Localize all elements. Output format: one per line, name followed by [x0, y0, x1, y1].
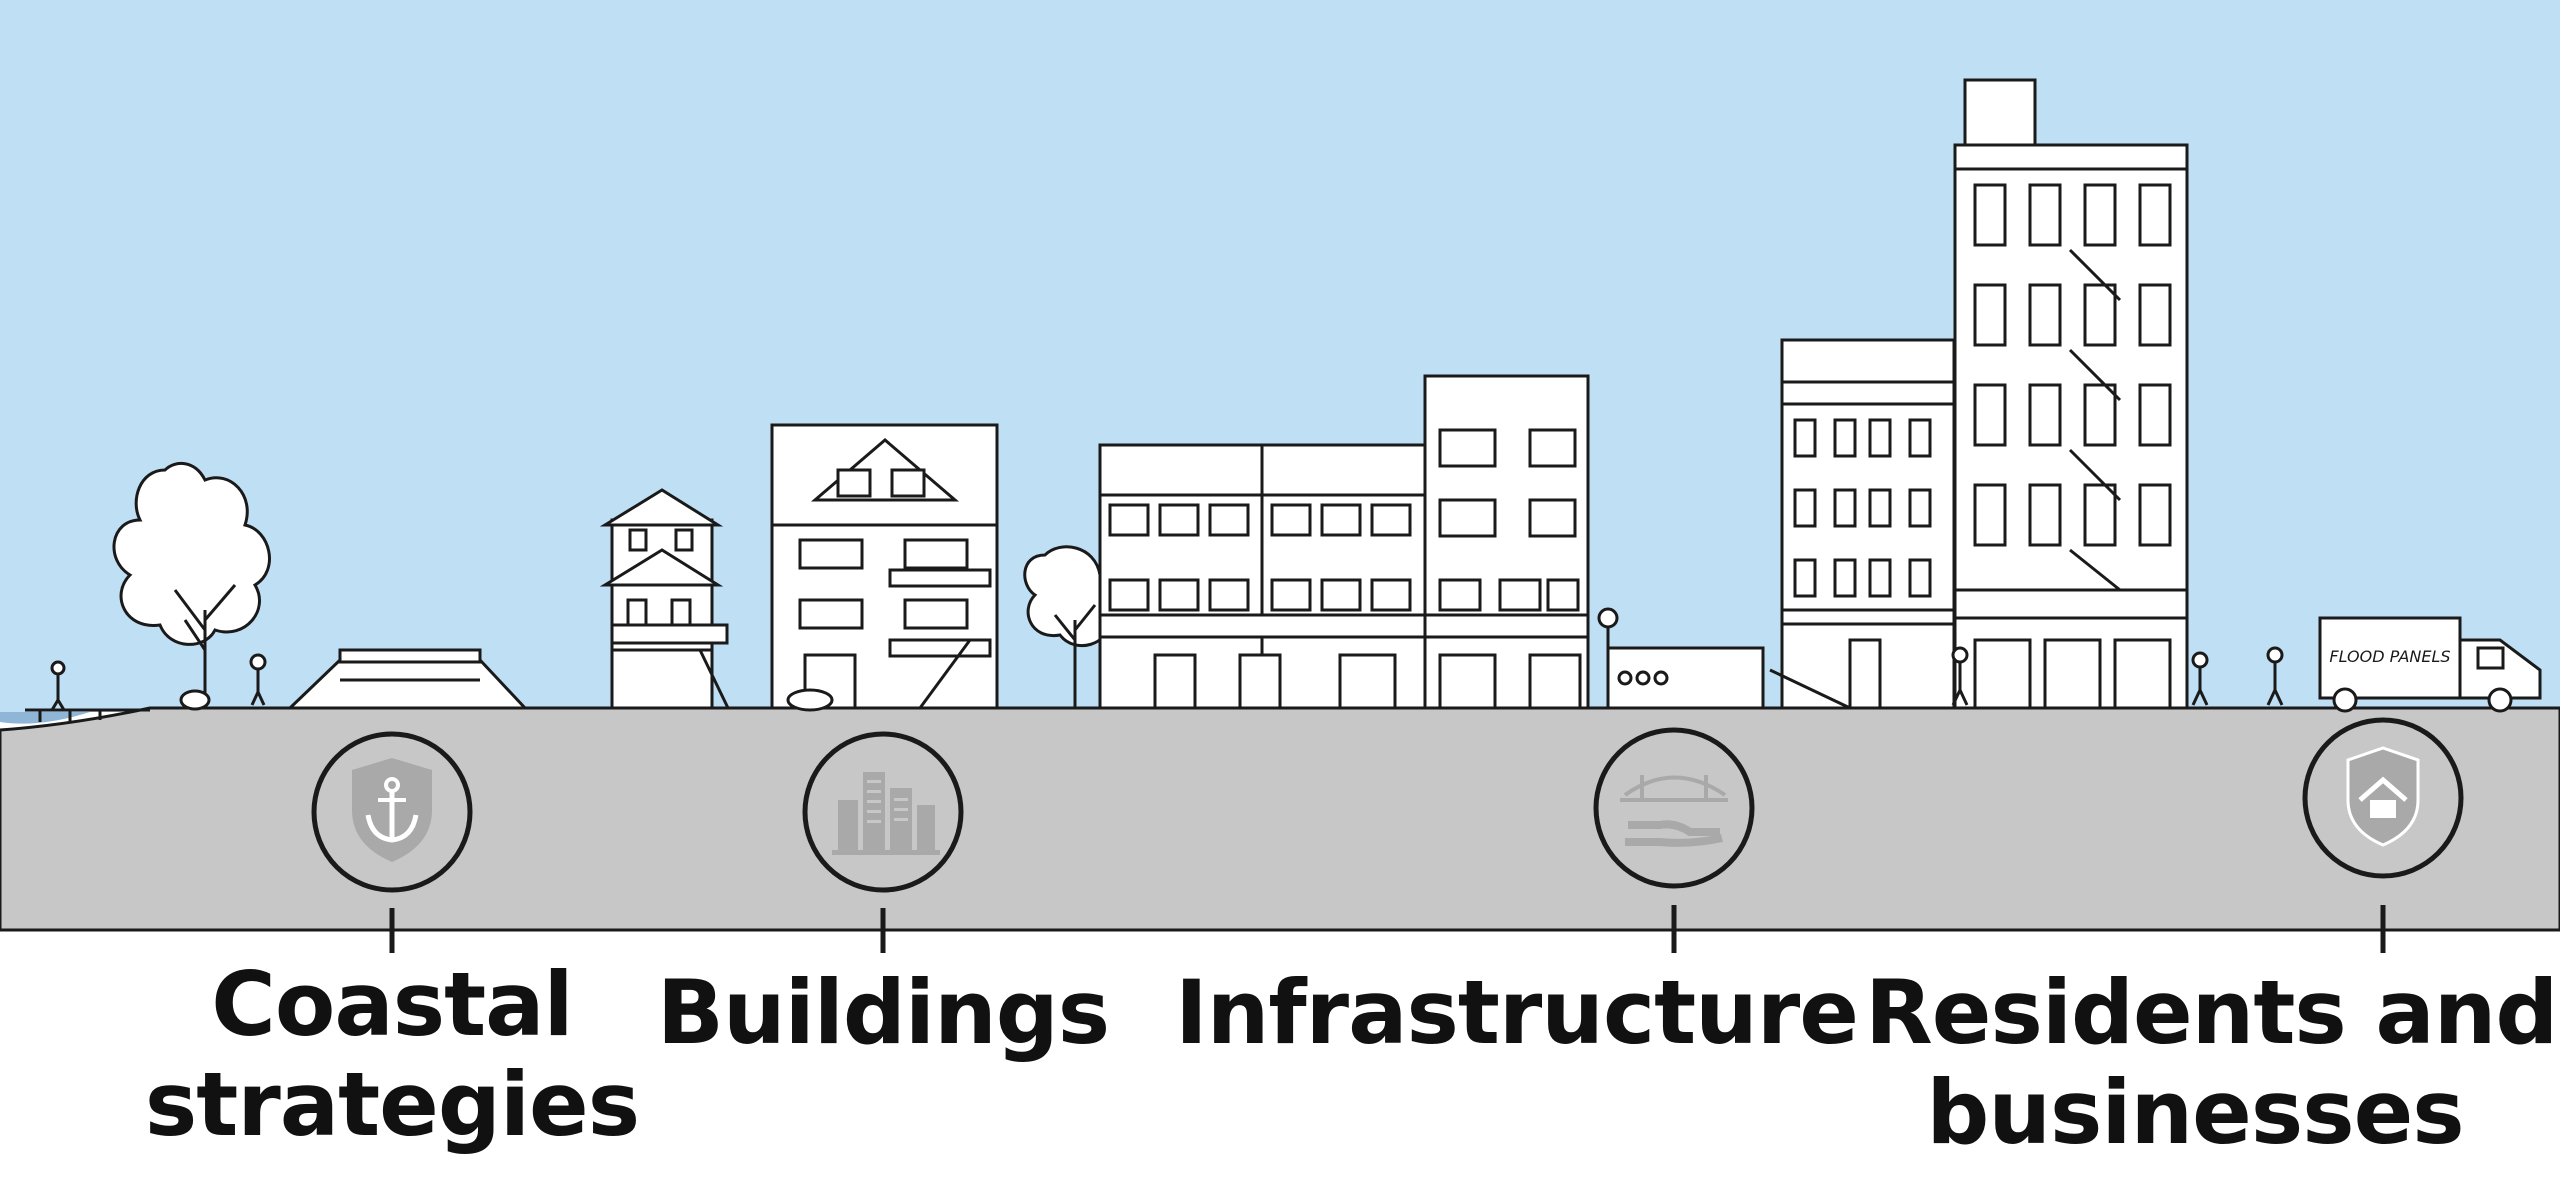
label-residents-line2: businesses — [1926, 1061, 2464, 1164]
row-houses — [1098, 443, 1427, 710]
house-small — [599, 488, 730, 710]
truck-sign: FLOOD PANELS — [2329, 647, 2450, 666]
badge-residents — [2302, 717, 2464, 953]
label-coastal-line2: strategies — [144, 1053, 640, 1156]
people-group — [1951, 646, 2284, 706]
badge-coastal — [311, 731, 473, 953]
house-shield-icon — [2346, 746, 2420, 847]
label-residents-line1: Residents and — [1865, 961, 2558, 1064]
label-infrastructure: Infrastructure — [1175, 961, 1859, 1064]
apartment-tall — [1953, 78, 2189, 710]
label-buildings: Buildings — [643, 963, 1123, 1063]
bush-2 — [786, 688, 834, 712]
label-buildings-line1: Buildings — [656, 961, 1110, 1064]
tree-large — [112, 461, 271, 705]
bridge-hand-icon — [1620, 775, 1728, 847]
berm — [286, 648, 529, 710]
pier — [25, 708, 150, 722]
person-near-tree — [249, 653, 267, 706]
water — [0, 712, 140, 724]
delivery-truck — [2318, 616, 2542, 713]
badge-infrastructure — [1593, 727, 1755, 953]
flood-wall — [1606, 646, 1765, 710]
anchor-shield-icon — [352, 758, 432, 862]
label-infrastructure-line1: Infrastructure — [1175, 961, 1859, 1064]
label-residents: Residents and businesses — [1865, 961, 2558, 1164]
label-coastal: Coastal strategies — [112, 955, 672, 1155]
buildings-icon — [832, 772, 940, 855]
townhouse-tall — [1423, 374, 1590, 710]
bush — [179, 689, 211, 711]
label-coastal-line1: Coastal — [211, 953, 573, 1056]
apartment-mid — [1769, 338, 1956, 710]
person-left — [50, 660, 66, 711]
building-gable — [770, 423, 999, 710]
badge-buildings — [802, 731, 964, 953]
